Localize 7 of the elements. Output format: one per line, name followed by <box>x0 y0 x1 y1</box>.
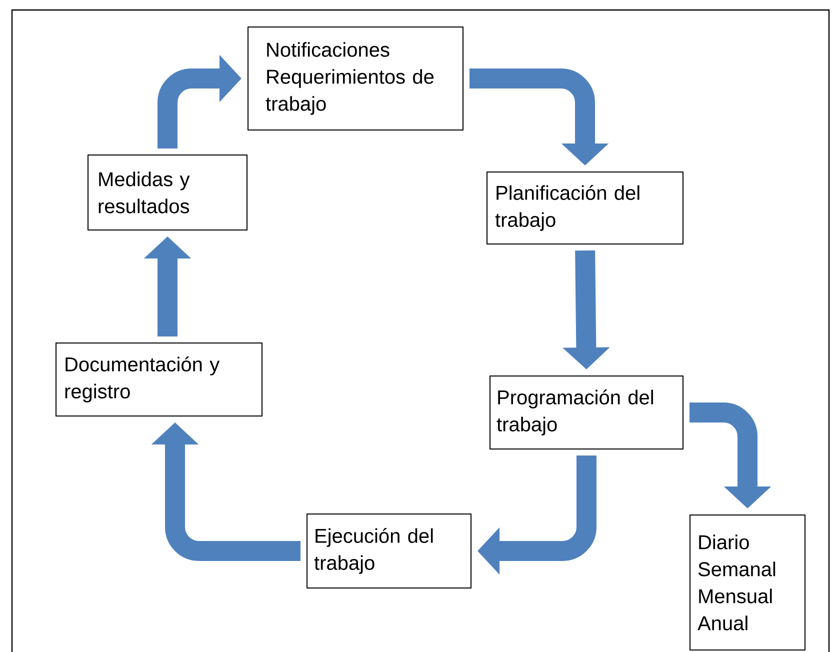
text-box: Notificaciones Requerimientos de trabajo <box>248 26 464 130</box>
text-box: Documentación y registro <box>56 342 262 416</box>
text-box: Medidas y resultados <box>88 154 248 230</box>
text-box: Ejecución del trabajo <box>306 513 472 588</box>
text-box: Programación del trabajo <box>490 375 684 450</box>
text-box: Diario Semanal Mensual Anual <box>690 514 806 650</box>
text-box: Planificación del trabajo <box>486 171 684 244</box>
